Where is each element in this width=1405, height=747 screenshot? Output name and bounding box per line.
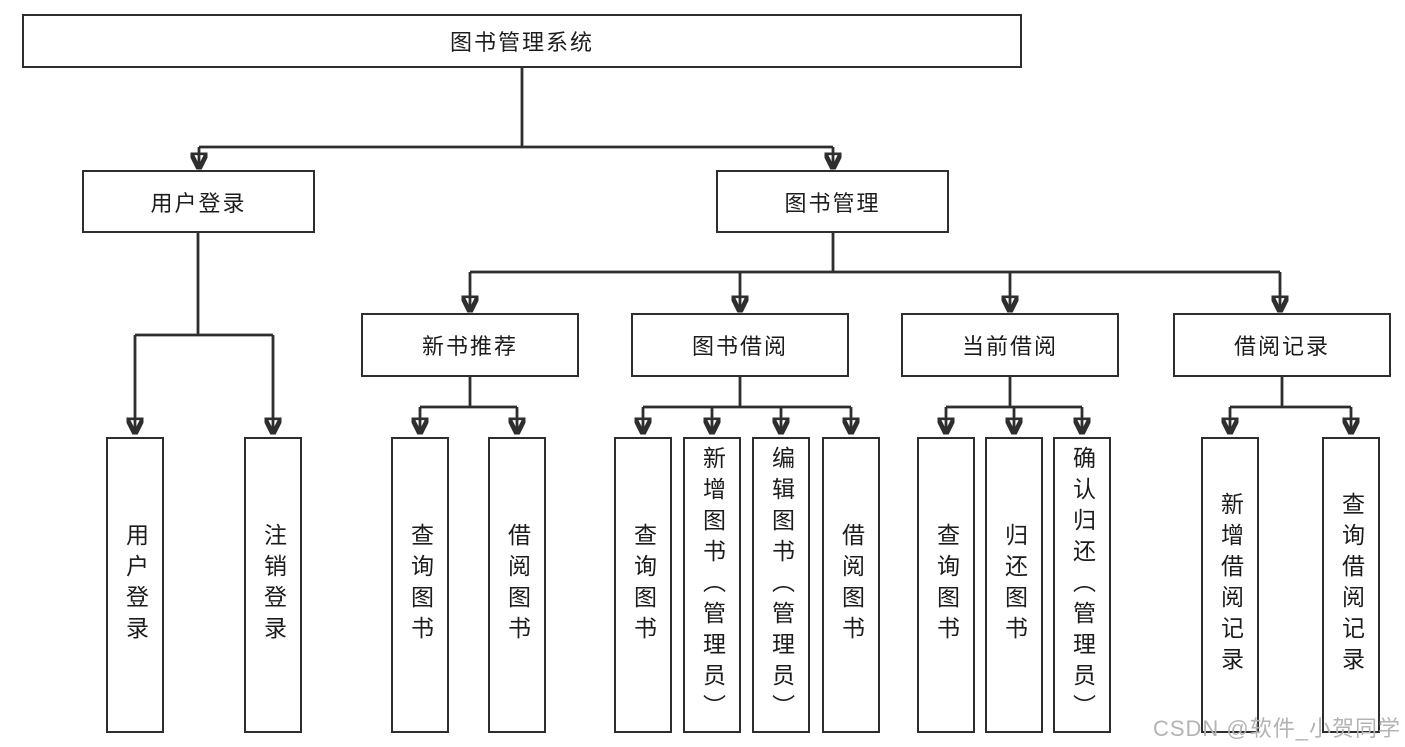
leaf-borrow-books: 借阅图书: [822, 437, 880, 733]
leaf-return-books-label: 归还图书: [1001, 523, 1028, 647]
node-new-book-recommend-label: 新书推荐: [421, 334, 518, 359]
node-book-management-label: 图书管理: [784, 190, 881, 216]
leaf-recommend-query-books-label: 查询图书: [407, 523, 434, 647]
node-current-borrow-label: 当前借阅: [961, 334, 1058, 359]
leaf-borrow-query-books: 查询图书: [614, 437, 672, 733]
leaf-add-books-admin: 新增图书（管理员）: [683, 437, 741, 733]
leaf-user-login: 用户登录: [106, 437, 164, 733]
node-user-login: 用户登录: [82, 170, 315, 233]
connectors: [135, 68, 1351, 432]
leaf-recommend-borrow-books: 借阅图书: [488, 437, 546, 733]
leaf-logout-label: 注销登录: [260, 523, 287, 647]
node-book-management: 图书管理: [716, 170, 949, 233]
leaf-confirm-return-admin: 确认归还（管理员）: [1053, 437, 1111, 733]
leaf-current-query-books-label: 查询图书: [933, 523, 960, 647]
leaf-user-login-label: 用户登录: [122, 523, 149, 647]
leaf-recommend-query-books: 查询图书: [391, 437, 449, 733]
node-borrow-records-label: 借阅记录: [1233, 334, 1330, 359]
leaf-confirm-return-admin-label: 确认归还（管理员）: [1069, 445, 1096, 725]
leaf-borrow-books-label: 借阅图书: [838, 523, 865, 647]
leaf-add-books-admin-label: 新增图书（管理员）: [699, 445, 726, 725]
node-book-borrow: 图书借阅: [631, 313, 849, 377]
node-new-book-recommend: 新书推荐: [361, 313, 579, 377]
leaf-add-borrow-record: 新增借阅记录: [1201, 437, 1259, 733]
leaf-query-borrow-record-label: 查询借阅记录: [1338, 492, 1365, 678]
node-root: 图书管理系统: [22, 14, 1022, 68]
leaf-query-borrow-record: 查询借阅记录: [1322, 437, 1380, 733]
leaf-return-books: 归还图书: [985, 437, 1043, 733]
leaf-add-borrow-record-label: 新增借阅记录: [1217, 492, 1244, 678]
node-book-borrow-label: 图书借阅: [691, 334, 788, 359]
csdn-watermark: CSDN @软件_小贺同学: [1152, 716, 1401, 741]
leaf-edit-books-admin: 编辑图书（管理员）: [752, 437, 810, 733]
leaf-borrow-query-books-label: 查询图书: [630, 523, 657, 647]
leaf-edit-books-admin-label: 编辑图书（管理员）: [768, 445, 795, 725]
leaf-current-query-books: 查询图书: [917, 437, 975, 733]
node-current-borrow: 当前借阅: [901, 313, 1119, 377]
node-root-label: 图书管理系统: [449, 30, 594, 55]
leaf-recommend-borrow-books-label: 借阅图书: [504, 523, 531, 647]
node-user-login-label: 用户登录: [150, 190, 247, 216]
node-borrow-records: 借阅记录: [1173, 313, 1391, 377]
leaf-logout: 注销登录: [244, 437, 302, 733]
